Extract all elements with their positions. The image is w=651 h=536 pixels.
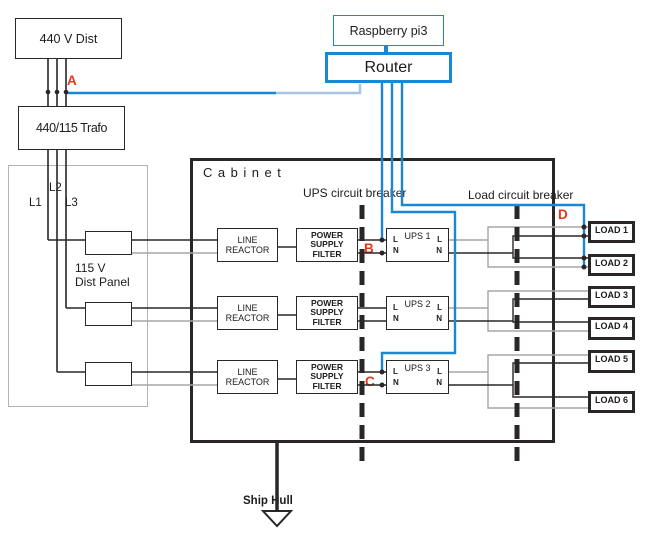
load-1-box: LOAD 1 — [588, 221, 635, 243]
panel-breaker-1 — [85, 231, 132, 255]
point-d-label: D — [558, 207, 568, 222]
router-box: Router — [325, 52, 452, 83]
point-c-label: C — [365, 374, 375, 389]
ups-2-box: UPS 2 L N L N — [386, 296, 449, 330]
load-2-box: LOAD 2 — [588, 254, 635, 276]
point-a-label: A — [67, 73, 77, 88]
load-1-label: LOAD 1 — [594, 225, 628, 235]
ups-breaker-label: UPS circuit breaker — [303, 186, 407, 200]
load-3-box: LOAD 3 — [588, 286, 635, 308]
raspberry-pi-box: Raspberry pi3 — [333, 15, 444, 46]
load-4-box: LOAD 4 — [588, 317, 635, 340]
line-reactor-3: LINE REACTOR — [217, 360, 278, 394]
ground-symbol — [260, 510, 294, 528]
ups-1-n-out: N — [436, 246, 442, 255]
transformer-label: 440/115 Trafo — [35, 121, 107, 135]
power-filter-3: POWER SUPPLY FILTER — [296, 360, 358, 394]
ups-3-n-out: N — [436, 378, 442, 387]
line-reactor-2: LINE REACTOR — [217, 296, 278, 330]
line-reactor-2-label: LINE REACTOR — [225, 302, 270, 323]
transformer-box: 440/115 Trafo — [18, 106, 125, 150]
load-6-label: LOAD 6 — [594, 395, 628, 405]
power-filter-1: POWER SUPPLY FILTER — [296, 228, 358, 262]
load-6-box: LOAD 6 — [588, 391, 635, 413]
panel-breaker-3 — [85, 362, 132, 386]
power-filter-3-label: POWER SUPPLY FILTER — [310, 361, 344, 391]
phase-l3-label: L3 — [65, 197, 78, 209]
ups-1-l-out: L — [437, 235, 442, 244]
dist-panel-title-line1: 115 V — [75, 261, 106, 275]
ups-3-box: UPS 3 L N L N — [386, 360, 449, 394]
ups-2-l-in: L — [393, 303, 398, 312]
point-b-label: B — [364, 241, 374, 256]
power-filter-1-label: POWER SUPPLY FILTER — [310, 229, 344, 259]
ups-1-l-in: L — [393, 235, 398, 244]
phase-wires-top — [47, 59, 67, 106]
ups-1-box: UPS 1 L N L N — [386, 228, 449, 262]
dist-440v-box: 440 V Dist — [15, 18, 122, 59]
load-breaker-label: Load circuit breaker — [468, 188, 574, 202]
line-reactor-3-label: LINE REACTOR — [225, 366, 270, 387]
ups-2-n-in: N — [393, 314, 399, 323]
load-4-label: LOAD 4 — [594, 321, 628, 331]
ups-3-l-in: L — [393, 367, 398, 376]
load-2-label: LOAD 2 — [594, 258, 628, 268]
power-filter-2-label: POWER SUPPLY FILTER — [310, 297, 344, 327]
cabinet-title: Cabinet — [203, 165, 287, 180]
line-reactor-1: LINE REACTOR — [217, 228, 278, 262]
line-reactor-1-label: LINE REACTOR — [225, 234, 270, 255]
phase-l1-label: L1 — [29, 197, 42, 209]
dist-panel-title-line2: Dist Panel — [75, 275, 130, 290]
ups-2-n-out: N — [436, 314, 442, 323]
ethernet-line-a-light — [276, 84, 362, 95]
ship-hull-label: Ship Hull — [243, 495, 293, 507]
load-5-label: LOAD 5 — [594, 354, 628, 364]
dist-panel-title: 115 V Dist Panel — [75, 261, 130, 290]
load-3-label: LOAD 3 — [594, 290, 628, 300]
load-5-box: LOAD 5 — [588, 350, 635, 373]
ups-3-n-in: N — [393, 378, 399, 387]
ups-3-l-out: L — [437, 367, 442, 376]
ups-1-n-in: N — [393, 246, 399, 255]
router-label: Router — [364, 58, 413, 76]
dist-440v-label: 440 V Dist — [39, 31, 98, 46]
raspberry-pi-label: Raspberry pi3 — [349, 23, 428, 38]
phase-l2-label: L2 — [49, 182, 62, 194]
power-filter-2: POWER SUPPLY FILTER — [296, 296, 358, 330]
ups-2-l-out: L — [437, 303, 442, 312]
panel-breaker-2 — [85, 302, 132, 326]
